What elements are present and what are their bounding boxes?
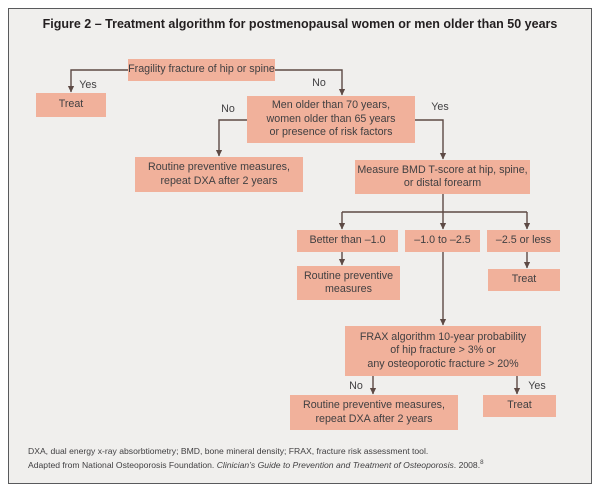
edge-label-fragility-yes: Yes [79,79,97,91]
node-measure-bmd: Measure BMD T-score at hip, spine, or di… [355,160,530,194]
footnote-source-prefix: Adapted from National Osteoporosis Found… [28,459,217,470]
edge-label-frax-yes: Yes [528,380,546,392]
node-treat-top: Treat [36,93,106,117]
footnote-source-title: Clinician’s Guide to Prevention and Trea… [216,459,454,470]
edge-fragility-no [275,69,346,96]
footnote-abbreviations: DXA, dual energy x-ray absorbtiometry; B… [28,446,429,456]
footnote-source-ref: 8 [480,459,484,466]
node-routine-measures: Routine preventive measures [297,266,400,300]
node-treat-bottom: Treat [483,395,556,417]
edge-age-no [215,119,247,157]
node-frax: FRAX algorithm 10-year probability of hi… [345,326,541,376]
edge-label-frax-no: No [349,380,363,392]
footnote-source: Adapted from National Osteoporosis Found… [28,459,580,471]
node-tscore-mid: –1.0 to –2.5 [405,230,480,252]
node-age-risk-factors: Men older than 70 years, women older tha… [247,96,415,143]
figure-title: Figure 2 – Treatment algorithm for postm… [42,17,558,31]
edge-label-fragility-no: No [312,77,326,89]
edge-label-age-no: No [221,103,235,115]
footnote-source-suffix: . 2008. [453,459,481,470]
edge-fragility-yes [67,69,128,93]
edge-label-age-yes: Yes [431,101,449,113]
node-tscore-better: Better than –1.0 [297,230,398,252]
edge-age-yes [415,119,447,160]
node-fragility-fracture: Fragility fracture of hip or spine [128,59,275,81]
node-routine-dxa-2: Routine preventive measures, repeat DXA … [290,395,458,430]
node-treat-mid: Treat [488,269,560,291]
node-tscore-low: –2.5 or less [487,230,560,252]
node-routine-dxa-1: Routine preventive measures, repeat DXA … [135,157,303,192]
